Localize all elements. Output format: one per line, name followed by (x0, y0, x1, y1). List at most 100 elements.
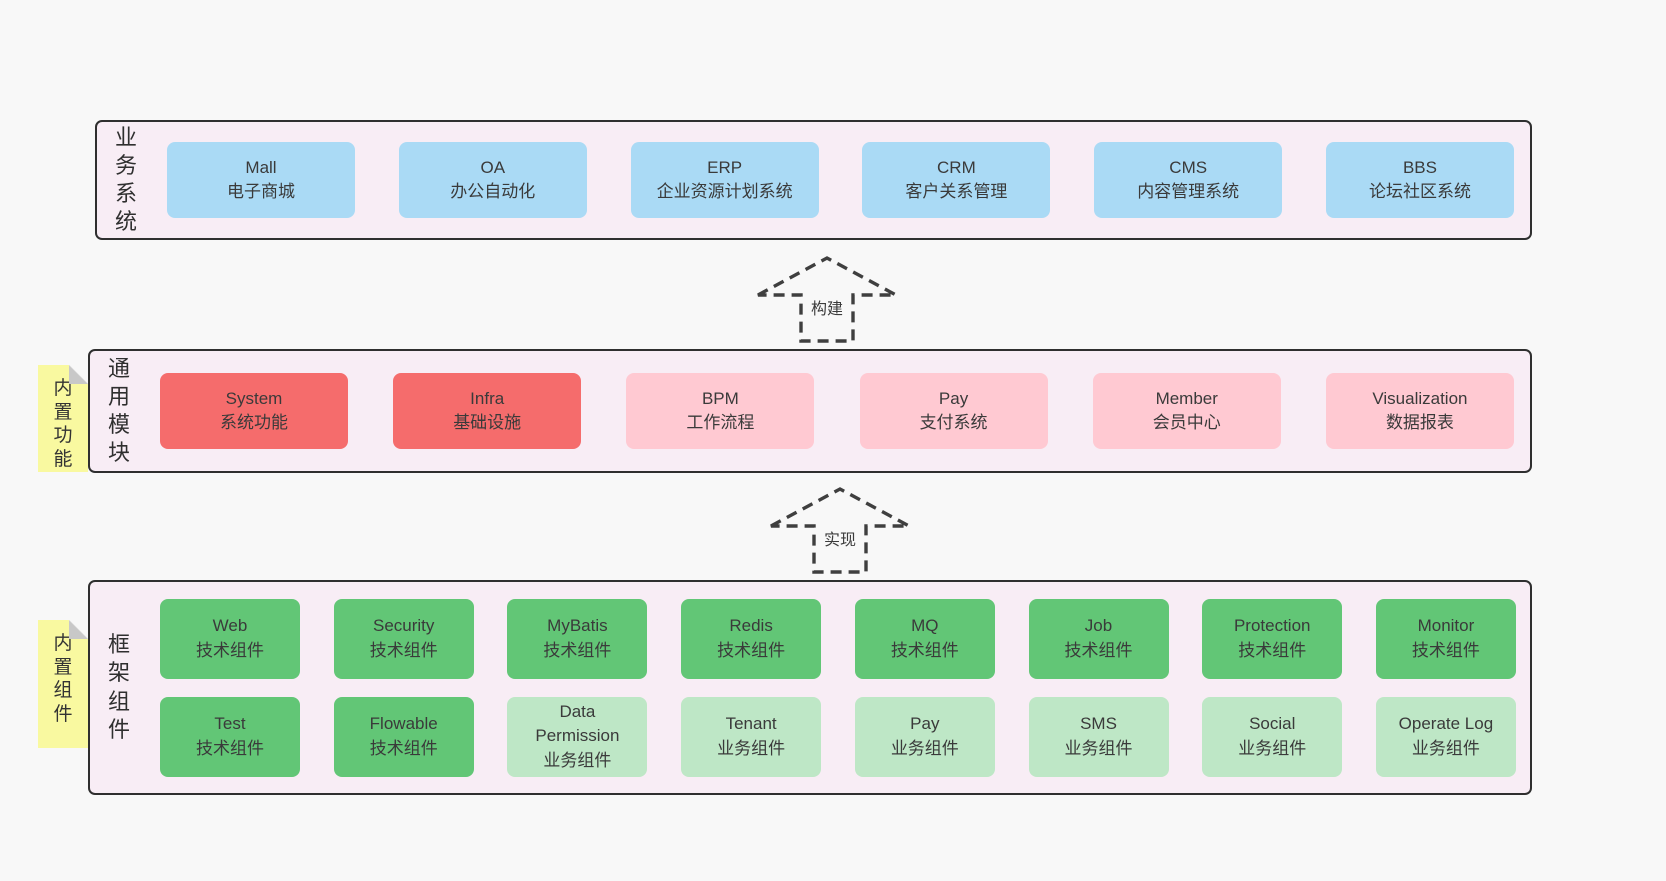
box-bbs: BBS 论坛社区系统 (1325, 142, 1514, 218)
box-system: System 系统功能 (160, 373, 348, 449)
box-infra: Infra 基础设施 (393, 373, 582, 449)
arrow-implement: 实现 (770, 486, 910, 574)
box-subtitle: 技术组件 (717, 640, 786, 660)
box-member: Member 会员中心 (1092, 373, 1281, 449)
box-protection: Protection 技术组件 (1202, 598, 1343, 679)
box-data-permission: Data Permission 业务组件 (507, 696, 648, 777)
box-name: Pay (938, 388, 969, 408)
box-name: OA (480, 157, 506, 177)
box-subtitle: 技术组件 (543, 640, 612, 660)
box-name: ERP (707, 157, 743, 177)
box-name: Pay (910, 714, 940, 734)
arrow-build: 构建 (757, 255, 897, 343)
box-name: Redis (729, 616, 773, 636)
box-erp: ERP 企业资源计划系统 (630, 142, 819, 218)
box-subtitle: 企业资源计划系统 (656, 182, 793, 201)
box-subtitle: 业务组件 (1238, 738, 1307, 758)
box-subtitle: 办公自动化 (450, 182, 536, 201)
box-name: Web (212, 616, 248, 636)
box-security: Security 技术组件 (333, 598, 474, 679)
box-subtitle: 论坛社区系统 (1368, 182, 1471, 201)
box-crm: CRM 客户关系管理 (862, 142, 1051, 218)
box-name: Flowable (369, 714, 438, 734)
box-name: CRM (937, 157, 976, 177)
box-name: Security (372, 616, 435, 636)
arrow-label: 构建 (806, 295, 848, 319)
box-name: BPM (701, 388, 739, 408)
box-social: Social 业务组件 (1202, 696, 1343, 777)
up-arrow-icon (770, 487, 910, 574)
sticky-fold-icon (69, 365, 88, 384)
band-label-common-modules: 通用模块 (107, 355, 130, 466)
box-name: Tenant (725, 714, 777, 734)
sticky-label: 内置组件 (53, 633, 73, 725)
box-subtitle: 内容管理系统 (1137, 182, 1240, 201)
box-pay-biz: Pay 业务组件 (854, 696, 995, 777)
box-flowable: Flowable 技术组件 (333, 696, 474, 777)
box-subtitle: 技术组件 (369, 640, 438, 660)
band-business-systems: 业务系统 Mall 电子商城 OA 办公自动化 ERP 企业资源计划系统 CRM… (95, 120, 1532, 240)
box-subtitle: 技术组件 (890, 640, 959, 660)
sticky-note-builtin-functions: 内置功能 (38, 365, 88, 472)
box-monitor: Monitor 技术组件 (1375, 598, 1516, 679)
box-subtitle: 业务组件 (1411, 738, 1480, 758)
box-name: Infra (470, 388, 505, 408)
band-boxes: Mall 电子商城 OA 办公自动化 ERP 企业资源计划系统 CRM 客户关系… (139, 142, 1530, 218)
box-mall: Mall 电子商城 (167, 142, 355, 218)
component-rows: Web 技术组件 Security 技术组件 MyBatis 技术组件 Redi… (132, 598, 1530, 777)
box-name: System (225, 388, 283, 408)
box-subtitle: 支付系统 (919, 413, 988, 432)
box-name: MQ (911, 616, 939, 636)
sticky-label: 内置功能 (53, 378, 73, 470)
box-subtitle: 业务组件 (543, 750, 612, 770)
band-common-modules: 通用模块 System 系统功能 Infra 基础设施 BPM 工作流程 Pay… (88, 349, 1532, 473)
box-web: Web 技术组件 (160, 598, 300, 679)
band-label-framework-components: 框架组件 (107, 632, 130, 742)
box-visualization: Visualization 数据报表 (1325, 373, 1514, 449)
box-name: CMS (1169, 157, 1208, 177)
box-mybatis: MyBatis 技术组件 (507, 598, 648, 679)
box-subtitle: 会员中心 (1152, 413, 1221, 432)
box-subtitle: 电子商城 (227, 182, 295, 201)
up-arrow-icon (757, 256, 897, 343)
box-name: Operate Log (1398, 714, 1494, 734)
band-framework-components: 框架组件 Web 技术组件 Security 技术组件 MyBatis 技术组件… (88, 580, 1532, 795)
box-subtitle: 技术组件 (196, 640, 264, 660)
box-name: Visualization (1372, 388, 1468, 408)
box-subtitle: 技术组件 (369, 738, 438, 758)
box-subtitle: 业务组件 (717, 738, 786, 758)
box-name: SMS (1080, 714, 1117, 734)
box-cms: CMS 内容管理系统 (1094, 142, 1283, 218)
sticky-note-builtin-components: 内置组件 (38, 620, 88, 748)
box-name: Test (214, 714, 246, 734)
box-name: Job (1084, 616, 1113, 636)
box-test: Test 技术组件 (160, 696, 300, 777)
box-redis: Redis 技术组件 (681, 598, 822, 679)
box-subtitle: 业务组件 (1064, 738, 1133, 758)
box-name: Mall (245, 157, 277, 177)
box-subtitle: 业务组件 (890, 738, 959, 758)
box-subtitle: 基础设施 (453, 413, 522, 432)
box-subtitle: 技术组件 (1238, 640, 1307, 660)
box-subtitle: 工作流程 (686, 413, 755, 432)
box-name: BBS (1402, 157, 1437, 177)
box-operate-log: Operate Log 业务组件 (1375, 696, 1516, 777)
box-name: Social (1249, 714, 1296, 734)
box-subtitle: 技术组件 (1064, 640, 1133, 660)
band-label-business-systems: 业务系统 (114, 124, 137, 235)
component-row-2: Test 技术组件 Flowable 技术组件 Data Permission … (160, 696, 1516, 777)
box-bpm: BPM 工作流程 (626, 373, 815, 449)
box-name: Member (1155, 388, 1218, 408)
box-name: MyBatis (547, 616, 608, 636)
sticky-fold-icon (69, 620, 88, 639)
box-mq: MQ 技术组件 (854, 598, 995, 679)
box-subtitle: 技术组件 (196, 738, 264, 758)
box-tenant: Tenant 业务组件 (681, 696, 822, 777)
box-pay: Pay 支付系统 (859, 373, 1048, 449)
box-subtitle: 客户关系管理 (905, 182, 1008, 201)
box-subtitle: 技术组件 (1411, 640, 1480, 660)
box-name: Data Permission (535, 702, 620, 746)
box-subtitle: 数据报表 (1385, 413, 1454, 432)
box-job: Job 技术组件 (1028, 598, 1169, 679)
box-name: Monitor (1417, 616, 1475, 636)
